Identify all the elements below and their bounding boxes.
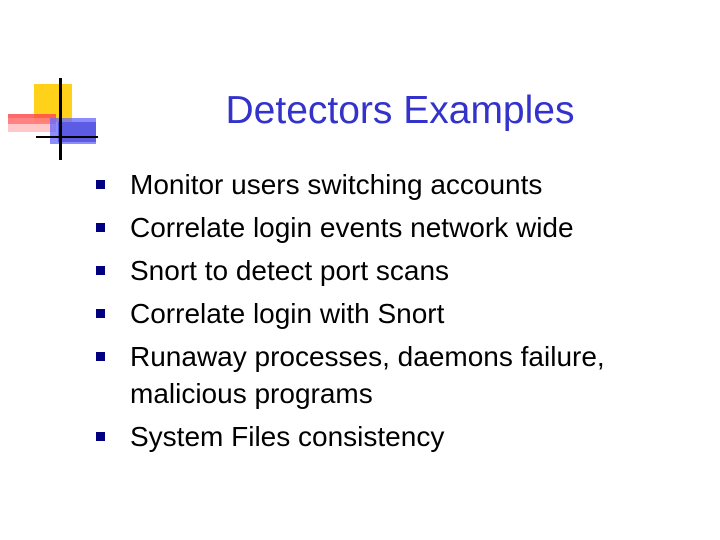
bullet-text: Snort to detect port scans — [130, 255, 450, 286]
square-bullet-icon — [96, 180, 105, 189]
square-bullet-icon — [96, 266, 105, 275]
square-bullet-icon — [96, 223, 105, 232]
bullet-text: System Files consistency — [130, 421, 445, 452]
bullet-item: Monitor users switching accounts — [96, 166, 696, 203]
bullet-item: System Files consistency — [96, 418, 696, 455]
bullet-text: Runaway processes, daemons failure, mali… — [130, 341, 605, 409]
bullet-item: Correlate login with Snort — [96, 295, 696, 332]
bullet-item: Runaway processes, daemons failure, mali… — [96, 338, 696, 412]
square-bullet-icon — [96, 309, 105, 318]
bullet-text: Monitor users switching accounts — [130, 169, 543, 200]
bullet-item: Correlate login events network wide — [96, 209, 696, 246]
square-bullet-icon — [96, 352, 105, 361]
square-bullet-icon — [96, 432, 105, 441]
slide-logo-icon — [8, 78, 98, 160]
slide-title: Detectors Examples — [225, 89, 575, 132]
bullet-text: Correlate login with Snort — [130, 298, 445, 329]
bullet-text: Correlate login events network wide — [130, 212, 574, 243]
bullet-item: Snort to detect port scans — [96, 252, 696, 289]
bullet-list: Monitor users switching accounts Correla… — [96, 166, 696, 461]
